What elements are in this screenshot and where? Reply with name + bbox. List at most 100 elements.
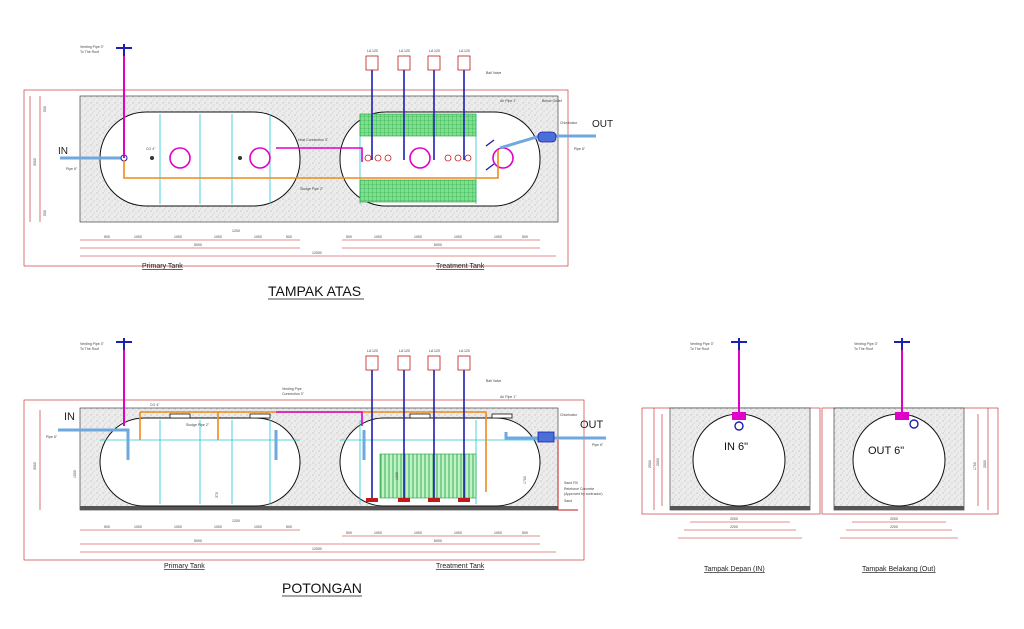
manhole-icon: [409, 147, 431, 169]
sludge-pipe: [123, 150, 499, 179]
dim-text: 500: [286, 525, 292, 529]
outlet-pipe-icon: [909, 419, 919, 429]
blower-label: LA 120: [459, 349, 470, 353]
ball-valve-note: Ball Valve: [486, 379, 501, 383]
front-view: IN 6" Venting Pipe 3" To The Roof 2000 2…: [641, 338, 821, 573]
sand-note: Sand: [564, 499, 572, 503]
dim-text: 2200: [730, 525, 738, 529]
out-label: OUT: [580, 419, 604, 431]
host-connection-note: Host Connection 3": [298, 138, 329, 142]
dim-text: 500: [104, 525, 110, 529]
valve-icon: [485, 139, 495, 171]
blower-label: LA 120: [367, 49, 378, 53]
dim-text: 1000: [214, 525, 222, 529]
dim-text: 500: [286, 235, 292, 239]
dim-text: 3000: [33, 158, 37, 166]
dim-text: 2000: [656, 458, 660, 466]
dim-text: 500: [522, 235, 528, 239]
dim-text: 1000: [134, 525, 142, 529]
manhole-lid: [249, 413, 271, 419]
section-title: POTONGAN: [282, 580, 362, 596]
chlorinator-icon: [537, 431, 555, 443]
vent-cap-icon: [116, 338, 132, 350]
dim-text: 1000: [454, 235, 462, 239]
primary-tank-caption: Primary Tank: [142, 263, 183, 270]
vent-note-2: To The Roof: [854, 347, 873, 351]
blower-icon: [397, 55, 411, 71]
blower-icon: [427, 355, 441, 371]
chlorinator-note: Chlorinator: [560, 413, 578, 417]
blower-label: LA 120: [399, 349, 410, 353]
out-6-label: OUT 6": [868, 445, 904, 457]
pipe-out-note: Pipe 6": [574, 147, 586, 151]
concrete-note-2: (Approved by contractor): [564, 492, 603, 496]
blower-icon: [457, 55, 471, 71]
dim-text: 3000: [33, 462, 37, 470]
vent-cap-icon: [894, 338, 910, 350]
dim-text: 500: [104, 235, 110, 239]
dim-frame-section: [23, 399, 585, 561]
inlet-pipe-icon: [734, 421, 744, 431]
blower-icon: [365, 355, 379, 371]
manhole-icon: [249, 147, 271, 169]
dim-text: 1200: [395, 472, 399, 480]
dim-text: 500: [346, 235, 352, 239]
inlet-pipe: [58, 428, 130, 460]
cleanout-icon: [150, 156, 154, 160]
filter-media-upper: [359, 113, 477, 137]
vent-note-1: Venting Pipe 3": [80, 45, 105, 49]
air-pipes: [371, 370, 465, 500]
vent-cap-icon: [116, 44, 132, 56]
dim-text: 370: [215, 492, 219, 498]
air-pipes: [371, 70, 465, 160]
dim-text: 500: [346, 531, 352, 535]
co-note: CO 4": [150, 403, 160, 407]
dim-text: 1200: [232, 519, 240, 523]
diffuser-icon: [458, 498, 470, 502]
sludge-pipe-note: Sludge Pipe 2": [186, 423, 210, 427]
back-view: OUT 6" Venting Pipe 3" To The Roof 2000 …: [821, 338, 999, 573]
dim-text: 2500: [983, 460, 987, 468]
base-slab: [834, 506, 964, 510]
dim-text: 1000: [414, 235, 422, 239]
media-balls: [364, 154, 472, 162]
dim-text: 1000: [454, 531, 462, 535]
chlorinator-note: Chlorinator: [560, 121, 578, 125]
dim-text: 2500: [648, 460, 652, 468]
dim-text: 500: [43, 210, 47, 216]
dim-text: 1000: [174, 525, 182, 529]
sludge-pipe: [139, 411, 487, 492]
dim-text: 1000: [174, 235, 182, 239]
dim-text: 1000: [254, 235, 262, 239]
vent-cap-icon: [731, 338, 747, 350]
dim-text: 1000: [374, 531, 382, 535]
dim-text: 2000: [890, 517, 898, 521]
dim-text: 2200: [890, 525, 898, 529]
host-connection-pipe: [276, 147, 363, 162]
dim-text: 12000: [312, 547, 322, 551]
sand-fill-note: Sand Fill: [564, 481, 578, 485]
cleanout-icon: [238, 156, 242, 160]
dim-text: 1000: [414, 531, 422, 535]
dim-text: 12000: [312, 251, 322, 255]
dim-text: 6000: [434, 539, 442, 543]
venting-connection-note-2: Connection 3": [282, 392, 305, 396]
dim-frame-top: [23, 89, 569, 267]
dim-text: 1000: [214, 235, 222, 239]
dim-text: 1700: [973, 462, 977, 470]
blower-label: LA 120: [429, 49, 440, 53]
vent-note-1: Venting Pipe 3": [854, 342, 879, 346]
manhole-lid: [169, 413, 191, 419]
tank-circle-back: [852, 413, 946, 507]
dim-text: 5000: [194, 539, 202, 543]
vent-note-1: Venting Pipe 3": [80, 342, 105, 346]
blower-icon: [397, 355, 411, 371]
blower-label: LA 120: [459, 49, 470, 53]
leader-line: [557, 440, 578, 511]
blower-icon: [365, 55, 379, 71]
outlet-pipe: [504, 432, 606, 440]
ball-valve-note: Ball Valve: [486, 71, 501, 75]
dim-text: 1000: [374, 235, 382, 239]
vent-note-1: Venting Pipe 3": [690, 342, 715, 346]
